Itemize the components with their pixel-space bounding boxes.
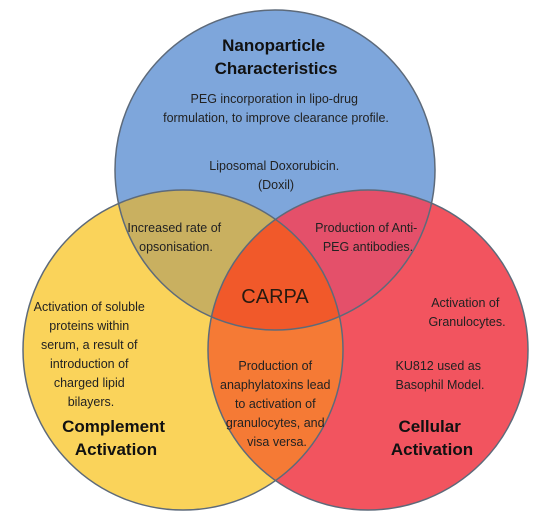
outline-cellular xyxy=(207,189,529,511)
text-complement: Activation of soluble proteins within se… xyxy=(34,300,149,409)
text-overlap-nano-cellular: Production of Anti- PEG antibodies. xyxy=(315,221,421,254)
text-overlap-nano-complement: Increased rate of opsonisation. xyxy=(127,221,224,254)
text-overlap-complement-cellular: Production of anaphylatoxins lead to act… xyxy=(220,359,334,449)
title-cellular: Cellular Activation xyxy=(391,417,473,459)
center-label: CARPA xyxy=(241,286,309,308)
overlap-center xyxy=(208,190,343,330)
title-complement: Complement Activation xyxy=(62,417,170,459)
text-nanoparticle-peg: PEG incorporation in lipo-drug formulati… xyxy=(163,92,389,125)
text-cellular-ku812: KU812 used as Basophil Model. xyxy=(396,359,485,392)
text-cellular-granulocytes: Activation of Granulocytes. xyxy=(428,296,505,329)
outline-complement xyxy=(22,189,344,511)
text-nanoparticle-doxil: Liposomal Doxorubicin. (Doxil) xyxy=(209,159,342,192)
title-nanoparticle: Nanoparticle Characteristics xyxy=(215,36,338,78)
outline-nanoparticle xyxy=(114,9,436,331)
